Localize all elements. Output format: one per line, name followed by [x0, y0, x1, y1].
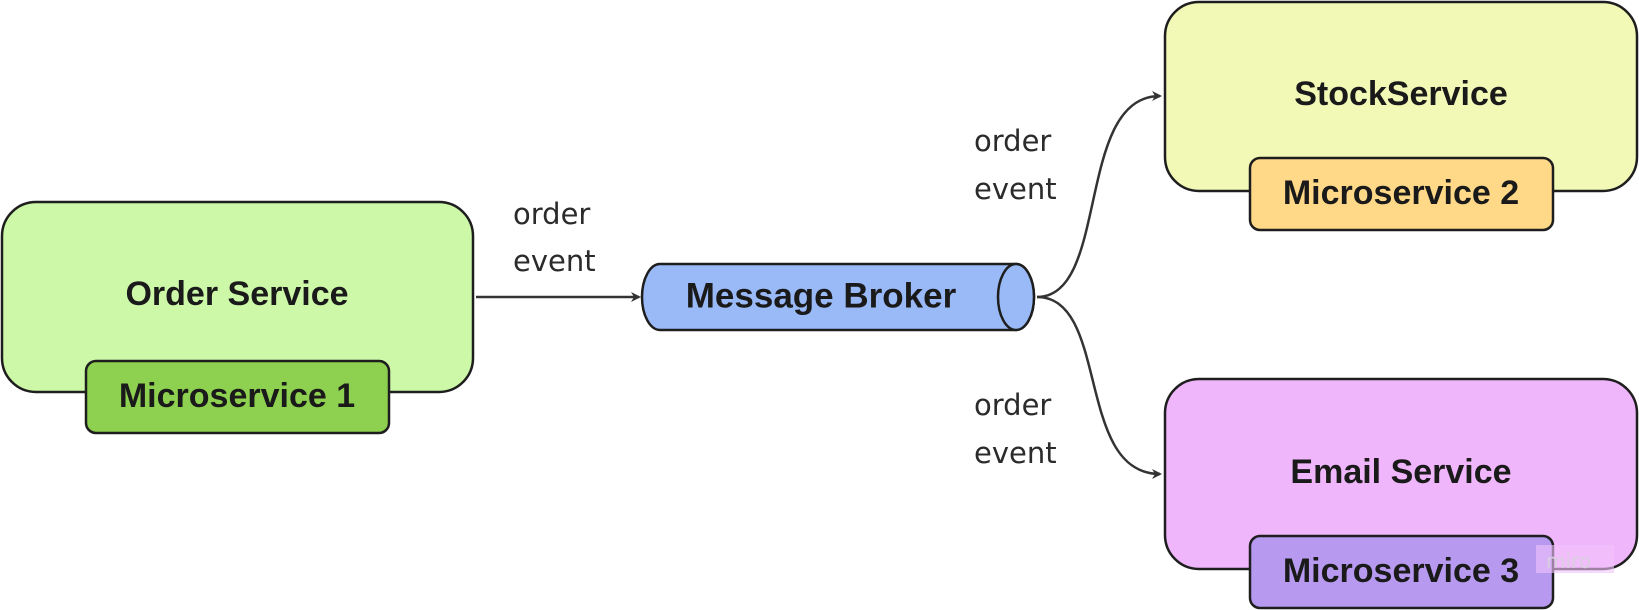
arrow-broker-to-email — [1036, 295, 1162, 479]
order-service-node[interactable]: Order Service Microservice 1 — [0, 200, 475, 435]
edge-label-line-1: order — [974, 388, 1051, 422]
microservice-1-tag-box — [84, 359, 391, 435]
edge-label-line-2: event — [513, 244, 596, 278]
miro-watermark: miro — [1536, 545, 1614, 573]
edge-label-line-2: event — [974, 436, 1057, 470]
edge-order-to-broker: order event — [476, 197, 641, 302]
edge-label-line-1: order — [513, 197, 590, 231]
stock-service-title: StockService — [1294, 75, 1508, 113]
message-broker-title: Message Broker — [686, 276, 957, 315]
message-broker-cylinder-cap — [996, 262, 1036, 332]
email-service-title: Email Service — [1290, 453, 1511, 491]
arrow-broker-to-stock — [1036, 91, 1162, 299]
order-service-title: Order Service — [125, 275, 348, 313]
edge-label-line-1: order — [974, 124, 1051, 158]
edge-broker-to-stock: order event — [974, 91, 1162, 299]
watermark-text: miro — [1546, 549, 1591, 573]
microservice-2-tag-box — [1248, 156, 1555, 232]
edge-broker-to-email: order event — [974, 295, 1162, 479]
message-broker-node[interactable]: Message Broker — [640, 262, 1036, 332]
edge-label-line-2: event — [974, 172, 1057, 206]
microservice-2-tag: Microservice 2 — [1283, 174, 1519, 212]
email-service-node[interactable]: Email Service Microservice 3 — [1163, 377, 1639, 610]
microservice-1-tag: Microservice 1 — [119, 377, 355, 415]
stock-service-node[interactable]: StockService Microservice 2 — [1163, 0, 1639, 232]
microservice-3-tag: Microservice 3 — [1283, 552, 1519, 590]
